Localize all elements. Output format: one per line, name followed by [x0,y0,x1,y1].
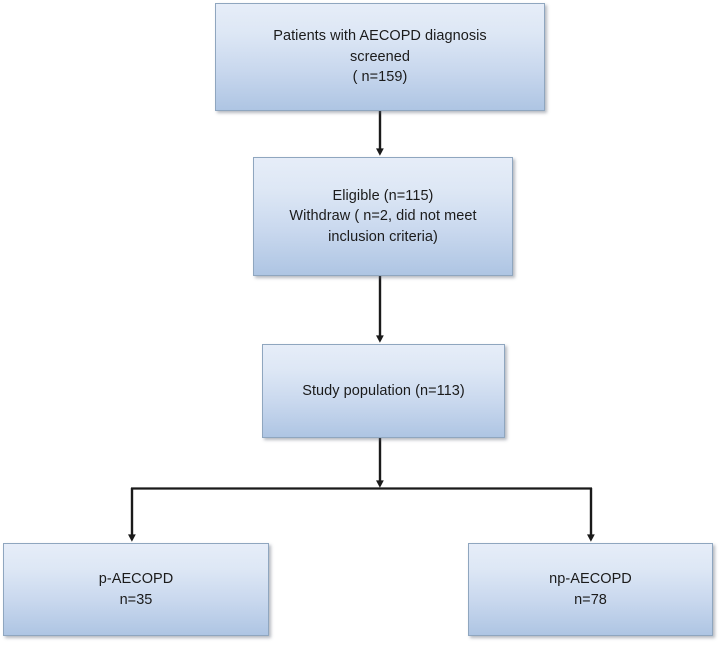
node-study-population: Study population (n=113) [262,344,505,438]
node-patients-screened-label: Patients with AECOPD diagnosis screened … [273,28,487,86]
node-np-aecopd: np-AECOPD n=78 [468,543,713,636]
node-eligible-withdraw-label: Eligible (n=115) Withdraw ( n=2, did not… [289,187,477,245]
node-p-aecopd: p-AECOPD n=35 [3,543,269,636]
node-study-population-label: Study population (n=113) [302,382,465,399]
node-p-aecopd-label: p-AECOPD n=35 [98,570,174,608]
node-eligible-withdraw: Eligible (n=115) Withdraw ( n=2, did not… [253,157,513,276]
node-np-aecopd-label: np-AECOPD n=78 [549,570,632,608]
node-patients-screened: Patients with AECOPD diagnosis screened … [215,3,545,111]
